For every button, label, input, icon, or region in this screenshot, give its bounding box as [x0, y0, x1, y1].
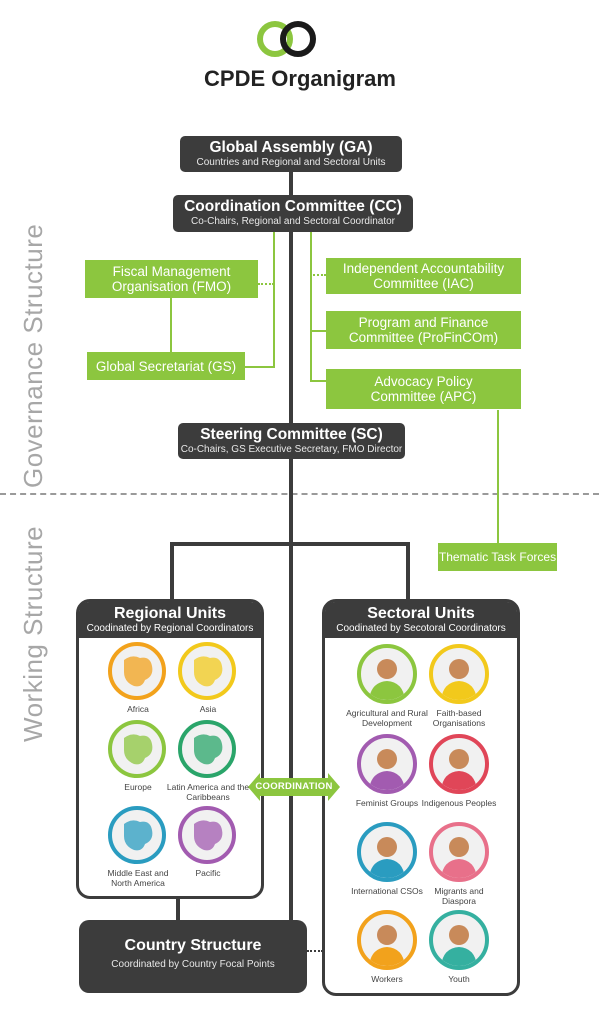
- sectoral-units-header: Sectoral Units Coodinated by Secotoral C…: [325, 602, 517, 638]
- fmo-dotted-link: [258, 283, 274, 285]
- country-sectoral-dotted-link: [307, 950, 323, 952]
- middle-east-map-icon: [108, 806, 166, 864]
- cpde-logo-icon: [257, 21, 316, 57]
- sectoral-unit-label: Migrants and Diaspora: [434, 886, 484, 906]
- sectoral-unit-label: International CSOs: [351, 886, 423, 896]
- steering-committee-box: Steering Committee (SC) Co-Chairs, GS Ex…: [178, 423, 405, 459]
- coordination-committee-box: Coordination Committee (CC) Co-Chairs, R…: [173, 195, 413, 232]
- sectoral-units-title: Sectoral Units: [367, 605, 475, 622]
- international-avatar-icon: [357, 822, 417, 882]
- profin-box: Program and Finance Committee (ProFinCOm…: [326, 311, 521, 349]
- fmo-gs-line: [170, 296, 172, 352]
- pacific-map-icon: [178, 806, 236, 864]
- regional-drop-line: [170, 542, 174, 602]
- sectoral-unit-label: Workers: [371, 974, 403, 984]
- regional-units-subtitle: Coodinated by Regional Coordinators: [86, 623, 254, 634]
- coordination-label: COORDINATION: [255, 781, 333, 792]
- sectoral-unit-label: Indigenous Peoples: [421, 798, 497, 808]
- europe-map-icon: [108, 720, 166, 778]
- coordination-arrow-icon: [248, 773, 340, 801]
- thematic-task-forces-box: Thematic Task Forces: [438, 543, 557, 571]
- worker-avatar-icon: [357, 910, 417, 970]
- asia-map-icon: [178, 642, 236, 700]
- indigenous-avatar-icon: [429, 734, 489, 794]
- regional-unit-label: Asia: [199, 704, 217, 714]
- gs-box: Global Secretariat (GS): [87, 352, 245, 380]
- sectoral-unit-label: Feminist Groups: [355, 798, 419, 808]
- migrant-avatar-icon: [429, 822, 489, 882]
- regional-branch-line: [170, 542, 410, 546]
- regional-units-title: Regional Units: [113, 605, 226, 622]
- country-structure-box: Country Structure Coordinated by Country…: [79, 920, 307, 993]
- ga-subtitle: Countries and Regional and Sectoral Unit…: [196, 157, 386, 168]
- regional-units-header: Regional Units Coodinated by Regional Co…: [79, 602, 261, 638]
- working-structure-label: Working Structure: [18, 525, 48, 742]
- regional-unit-label: Middle East and North America: [107, 868, 169, 888]
- sc-title: Steering Committee (SC): [200, 426, 383, 443]
- regional-unit-label: Latin America and the Caribbeans: [166, 782, 250, 802]
- regional-units-box: Regional Units Coodinated by Regional Co…: [76, 599, 264, 899]
- latin-america-map-icon: [178, 720, 236, 778]
- cc-left-green-line: [273, 231, 275, 367]
- ga-title: Global Assembly (GA): [209, 139, 373, 156]
- regional-unit-label: Europe: [124, 782, 152, 792]
- sectoral-units-subtitle: Coodinated by Secotoral Coordinators: [336, 623, 506, 634]
- apc-box: Advocacy Policy Committee (APC): [326, 369, 521, 409]
- farmer-avatar-icon: [357, 644, 417, 704]
- country-structure-title: Country Structure: [124, 937, 262, 954]
- gs-connector-line: [245, 366, 275, 368]
- profin-connector-line: [310, 330, 326, 332]
- sectoral-drop-line: [406, 542, 410, 602]
- sc-subtitle: Co-Chairs, GS Executive Secretary, FMO D…: [180, 444, 403, 455]
- governance-structure-label: Governance Structure: [18, 223, 48, 488]
- regional-unit-label: Pacific: [195, 868, 221, 878]
- global-assembly-box: Global Assembly (GA) Countries and Regio…: [180, 136, 402, 172]
- fmo-box: Fiscal Management Organisation (FMO): [85, 260, 258, 298]
- feminist-avatar-icon: [357, 734, 417, 794]
- youth-avatar-icon: [429, 910, 489, 970]
- regional-to-country-line: [176, 896, 180, 924]
- cc-title: Coordination Committee (CC): [184, 198, 402, 215]
- sectoral-unit-label: Faith-based Organisations: [432, 708, 486, 728]
- apc-to-ttf-line: [497, 410, 499, 546]
- iac-dotted-link: [310, 274, 326, 276]
- page-title: CPDE Organigram: [204, 66, 396, 91]
- apc-connector-line: [310, 380, 326, 382]
- sectoral-unit-label: Agricultural and Rural Development: [346, 708, 428, 728]
- africa-map-icon: [108, 642, 166, 700]
- country-structure-subtitle: Coordinated by Country Focal Points: [111, 959, 275, 970]
- sectoral-unit-label: Youth: [448, 974, 470, 984]
- cc-right-green-line: [310, 231, 312, 381]
- regional-unit-label: Africa: [127, 704, 149, 714]
- cc-subtitle: Co-Chairs, Regional and Sectoral Coordin…: [191, 216, 395, 227]
- faith-avatar-icon: [429, 644, 489, 704]
- structure-divider: [0, 493, 599, 495]
- iac-box: Independent Accountability Committee (IA…: [326, 258, 521, 294]
